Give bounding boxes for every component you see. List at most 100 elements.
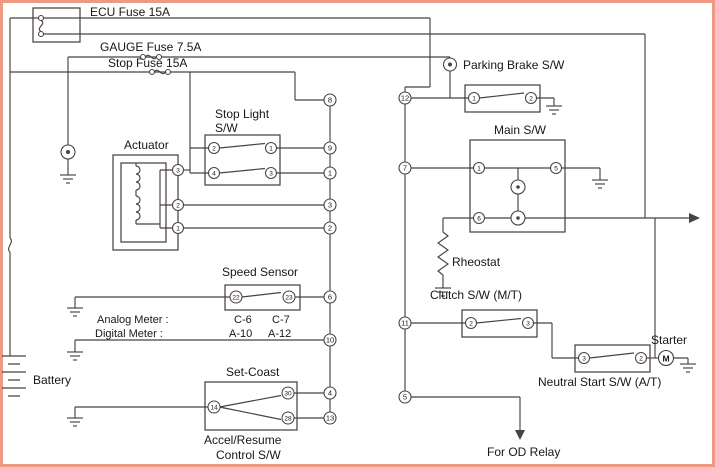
terminal: 1 bbox=[472, 161, 486, 175]
svg-text:1: 1 bbox=[269, 145, 273, 152]
ground-icon bbox=[591, 179, 609, 189]
svg-text:2: 2 bbox=[176, 202, 180, 209]
svg-text:8: 8 bbox=[328, 96, 332, 105]
svg-text:1: 1 bbox=[472, 95, 476, 102]
bus2-nodes: 12 7 11 5 bbox=[398, 91, 412, 404]
bus-node: 2 bbox=[323, 221, 337, 235]
fuse-icon bbox=[37, 14, 45, 38]
terminal: 30 bbox=[281, 386, 295, 400]
bus-node: 9 bbox=[323, 141, 337, 155]
svg-text:2: 2 bbox=[639, 355, 643, 362]
terminal: 22 bbox=[229, 290, 243, 304]
bus-node: 1 bbox=[323, 166, 337, 180]
svg-text:22: 22 bbox=[232, 294, 240, 301]
bus-node: 8 bbox=[323, 93, 337, 107]
set-coast-label: Set-Coast bbox=[226, 365, 280, 379]
neutral-start-label: Neutral Start S/W (A/T) bbox=[538, 375, 661, 389]
bus-node: 4 bbox=[323, 386, 337, 400]
accel-resume-label-1: Accel/Resume bbox=[204, 433, 282, 447]
svg-text:6: 6 bbox=[477, 215, 481, 222]
actuator-label: Actuator bbox=[124, 138, 169, 152]
wiring bbox=[2, 17, 689, 430]
down-arrow-od-relay-icon bbox=[515, 430, 525, 440]
ground-icon bbox=[679, 363, 697, 373]
digital-meter-a12: A-12 bbox=[268, 328, 291, 340]
neutral-start-switch: 3 2 Neutral Start S/W (A/T) bbox=[538, 344, 661, 389]
actuator-inner-frame bbox=[120, 162, 167, 243]
coil-icon bbox=[135, 163, 173, 229]
starter-label: Starter bbox=[651, 333, 687, 347]
terminal: 1 bbox=[467, 91, 481, 105]
terminal: 2 bbox=[634, 351, 648, 365]
stop-light-switch: Stop Light S/W 2 1 4 3 bbox=[204, 107, 281, 186]
svg-text:2: 2 bbox=[529, 95, 533, 102]
terminal: 23 bbox=[282, 290, 296, 304]
ground-icon bbox=[66, 351, 84, 361]
svg-text:3: 3 bbox=[582, 355, 586, 362]
svg-text:13: 13 bbox=[326, 414, 334, 423]
terminal: 2 bbox=[464, 316, 478, 330]
accel-resume-label-2: Control S/W bbox=[216, 448, 281, 462]
terminal: 1 bbox=[264, 141, 278, 155]
svg-text:14: 14 bbox=[210, 404, 218, 411]
svg-text:11: 11 bbox=[401, 319, 409, 328]
terminal: 2 bbox=[171, 198, 185, 212]
clutch-switch: Clutch S/W (M/T) 2 3 bbox=[430, 288, 538, 338]
svg-text:7: 7 bbox=[403, 164, 407, 173]
actuator: Actuator 3 2 1 bbox=[112, 138, 185, 251]
stop-fuse: Stop Fuse 15A bbox=[108, 56, 187, 76]
terminal: 2 bbox=[524, 91, 538, 105]
svg-text:4: 4 bbox=[212, 170, 216, 177]
terminal: 28 bbox=[281, 411, 295, 425]
svg-text:12: 12 bbox=[401, 94, 409, 103]
ground-icon bbox=[545, 105, 563, 115]
stop-light-label-1: Stop Light bbox=[215, 107, 270, 121]
terminal: 2 bbox=[207, 141, 221, 155]
svg-text:2: 2 bbox=[469, 320, 473, 327]
indicator-lamp bbox=[60, 144, 76, 160]
gauge-fuse: GAUGE Fuse 7.5A bbox=[100, 40, 201, 61]
svg-text:30: 30 bbox=[284, 390, 292, 397]
terminal: 1 bbox=[171, 221, 185, 235]
gauge-fuse-label: GAUGE Fuse 7.5A bbox=[100, 40, 201, 54]
od-relay-label: For OD Relay bbox=[487, 445, 560, 459]
svg-text:5: 5 bbox=[403, 393, 407, 402]
bus-node: 12 bbox=[398, 91, 412, 105]
ecu-fuse: ECU Fuse 15A bbox=[32, 5, 170, 43]
svg-text:28: 28 bbox=[284, 415, 292, 422]
bus-node: 6 bbox=[323, 290, 337, 304]
ground-icon bbox=[66, 307, 84, 317]
rheostat-label: Rheostat bbox=[452, 255, 501, 269]
svg-text:1: 1 bbox=[328, 169, 332, 178]
main-switch: Main S/W 1 5 6 bbox=[469, 123, 566, 233]
analog-meter-label: Analog Meter : bbox=[97, 314, 169, 326]
starter: Starter M bbox=[651, 333, 687, 367]
svg-text:5: 5 bbox=[554, 165, 558, 172]
bus-node: 13 bbox=[323, 411, 337, 425]
svg-text:3: 3 bbox=[526, 320, 530, 327]
ecu-fuse-label: ECU Fuse 15A bbox=[90, 5, 170, 19]
parking-brake-switch: Parking Brake S/W 1 2 bbox=[442, 57, 565, 113]
terminal: 3 bbox=[264, 166, 278, 180]
analog-meter-c6: C-6 bbox=[234, 314, 252, 326]
stop-light-label-2: S/W bbox=[215, 121, 238, 135]
svg-text:3: 3 bbox=[269, 170, 273, 177]
stop-fuse-label: Stop Fuse 15A bbox=[108, 56, 187, 70]
svg-text:10: 10 bbox=[326, 336, 334, 345]
clutch-switch-label: Clutch S/W (M/T) bbox=[430, 288, 522, 302]
svg-text:1: 1 bbox=[477, 165, 481, 172]
svg-text:9: 9 bbox=[328, 144, 332, 153]
motor-letter: M bbox=[662, 353, 669, 363]
terminal: 14 bbox=[207, 400, 221, 414]
speed-sensor-label: Speed Sensor bbox=[222, 265, 298, 279]
terminal: 3 bbox=[171, 163, 185, 177]
bus-node: 5 bbox=[398, 390, 412, 404]
digital-meter-a10: A-10 bbox=[229, 328, 252, 340]
analog-meter-c7: C-7 bbox=[272, 314, 290, 326]
svg-text:3: 3 bbox=[328, 201, 332, 210]
terminal: 6 bbox=[472, 211, 486, 225]
svg-text:23: 23 bbox=[285, 294, 293, 301]
ground-icon bbox=[66, 417, 84, 427]
terminal: 3 bbox=[521, 316, 535, 330]
